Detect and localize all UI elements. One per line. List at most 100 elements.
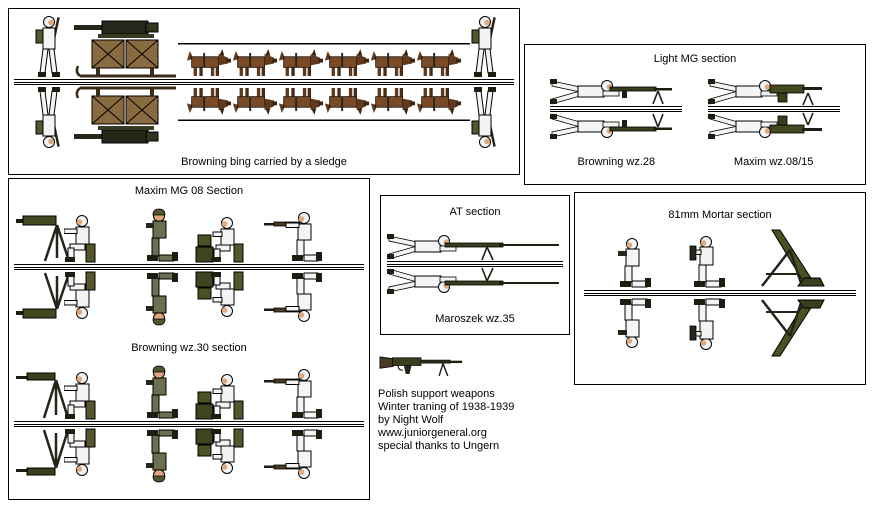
at-section-title: AT section [449,206,501,218]
kneeling-rifleman-figure [264,272,323,322]
panel-mg-sections: Maxim MG 08 Section Browning wz.30 secti… [8,178,370,500]
maxim-wz0815-scene: Maxim wz.08/15 [707,74,840,169]
browning30-section-mirrored [14,427,364,489]
credit-line-author: by Night Wolf [378,414,444,426]
mortar-loader-figure [689,298,726,350]
mortar-observer-figure [617,298,652,348]
maxim-section-title: Maxim MG 08 Section [134,185,244,197]
kneeling-rifleman-figure [264,212,323,262]
sledge-scene-mirrored [14,85,514,151]
tow-line [178,43,470,45]
sled-dog-figure [324,49,370,77]
sled-dog-figure [416,49,462,77]
at-section-scene [387,229,563,299]
at-rifle-mirrored [387,267,563,299]
walking-soldier-figure [35,16,61,78]
kneeling-observer-figure [145,429,179,483]
browning-wz28-label: Browning wz.28 [577,156,656,168]
maxim-section-svg [14,208,323,264]
maxim-section-mirrored [14,270,364,332]
sled-dog-figure [370,49,416,77]
at-rifle-svg [387,267,563,299]
kneeling-observer-figure [145,272,179,326]
sled-dog-figure [278,87,324,115]
sled-dog-figure [324,87,370,115]
mortar-figure [760,228,826,288]
credit-line-subtitle: Winter traning of 1938-1939 [378,401,515,413]
browning-wz28-mirrored [550,112,682,144]
walking-soldier-figure [471,86,497,148]
panel-light-mg-section: Light MG section Browning wz.28 [524,44,866,185]
sledge-scene-svg [35,16,497,78]
ammo-loader-figure [195,374,244,420]
walking-soldier-figure [35,86,61,148]
walking-soldier-figure [471,16,497,78]
kneeling-observer-figure [145,208,179,262]
kneeling-rifleman-figure [264,369,323,419]
at-rifle-svg [387,229,563,261]
at-rifle-illustration [387,229,563,261]
credit-line-thanks: special thanks to Ungern [378,440,500,452]
fold-line [14,264,364,270]
maxim-gunner-figure [16,272,95,319]
credit-line-website: www.juniorgeneral.org [378,427,487,439]
panel-mortar-section: 81mm Mortar section [574,192,866,385]
fold-line [584,290,856,296]
panel-sledge-team: Browning bing carried by a sledge [8,8,520,175]
mortar-section-mirrored [584,296,856,358]
maxim-wz0815-illustration [708,74,840,106]
mortar-observer-figure [617,238,652,288]
mortar-section-svg [617,228,826,288]
fold-line [14,79,514,85]
maxim-gunner-figure [16,216,95,263]
ammo-loader-figure [195,428,244,474]
credit-line-title: Polish support weapons [378,388,495,400]
sled-dog-figure [186,87,232,115]
browning30-section-scene [14,359,364,489]
browning-wz28-svg [550,74,682,106]
sled-dog-figure [232,87,278,115]
ammo-loader-figure [195,271,244,317]
fold-line [707,106,840,112]
browning30-section-svg [14,365,323,421]
sled-dog-figure [232,49,278,77]
mortar-section-scene [584,228,856,358]
browning-wz28-illustration [550,74,682,106]
maroszek-label: Maroszek wz.35 [435,313,515,325]
mortar-section-svg [617,298,826,358]
fold-line [14,421,364,427]
sled-dog-figure [186,49,232,77]
kneeling-rifleman-figure [264,429,323,479]
sledge-caption: Browning bing carried by a sledge [181,156,347,168]
credits-block: Polish support weapons Winter traning of… [378,350,588,453]
wz30-gunner-figure [16,373,95,420]
sled-dog-figure [278,49,324,77]
panel-at-section: AT section Maroszek wz.35 [380,195,570,335]
sledge-scene [14,13,514,151]
bar-rifle-illustration [378,350,588,379]
mortar-section-title: 81mm Mortar section [668,209,772,221]
bar-rifle-svg [379,356,463,377]
maxim-wz0815-label: Maxim wz.08/15 [733,156,814,168]
mg-sledge-figure [72,86,178,145]
prone-at-rifle-figure [387,234,559,260]
prone-browning-wz28-figure [550,114,672,139]
prone-at-rifle-figure [387,268,559,294]
kneeling-observer-figure [145,365,179,419]
maxim-wz0815-svg [708,74,840,106]
browning30-section-svg [14,427,323,483]
browning-wz28-svg [550,112,682,144]
browning-wz28-rifle-icon [379,356,463,377]
maxim-section-svg [14,270,323,326]
maxim-wz0815-svg [708,112,840,144]
sledge-scene-illustration [14,13,514,79]
light-mg-title: Light MG section [653,53,737,65]
mortar-loader-figure [689,236,726,288]
maxim-section-illustration [14,202,364,264]
prone-maxim-wz0815-figure [708,113,822,139]
browning30-section-title: Browning wz.30 section [131,342,247,354]
fold-line [387,261,563,267]
prone-browning-wz28-figure [550,79,672,104]
fold-line [550,106,683,112]
